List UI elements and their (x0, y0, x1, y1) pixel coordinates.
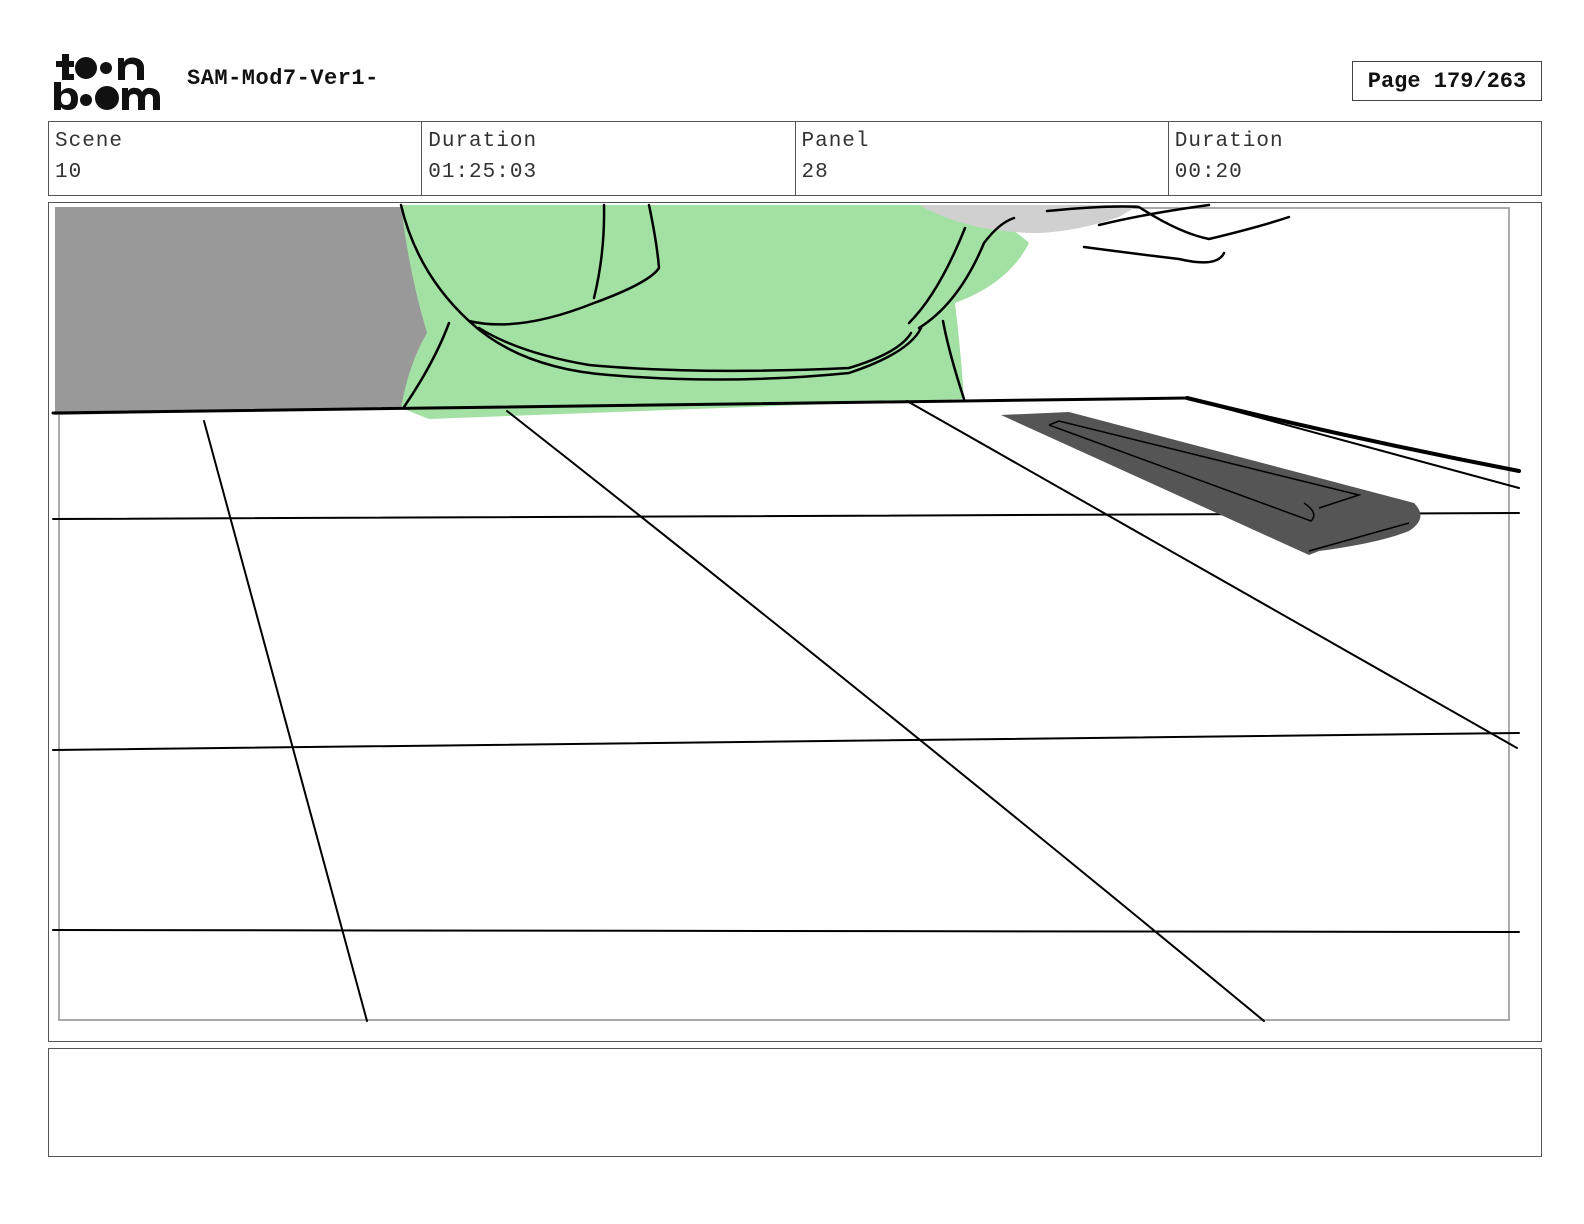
panel-duration-label: Duration (1174, 130, 1284, 153)
shoe-shape (919, 205, 1139, 233)
panel-label: Panel (801, 130, 870, 153)
project-title: SAM-Mod7-Ver1- (187, 66, 379, 91)
scene-cell: Scene 10 (49, 122, 423, 195)
panel-duration-cell: Duration 00:20 (1169, 122, 1541, 195)
panel-cell: Panel 28 (796, 122, 1169, 195)
panel-notes (48, 1048, 1542, 1157)
panel-drawing (51, 203, 1521, 1022)
storyboard-panel (48, 202, 1542, 1042)
gray-wall (55, 207, 431, 415)
scene-duration-label: Duration (428, 130, 538, 153)
scene-value: 10 (55, 161, 83, 184)
scene-info-bar: Scene 10 Duration 01:25:03 Panel 28 Dura… (48, 121, 1542, 196)
scene-duration-value: 01:25:03 (428, 161, 538, 184)
green-figure (401, 205, 1029, 419)
figure-outline (399, 203, 1291, 409)
shadow-detail (1048, 420, 1410, 552)
page-label: Page 179/263 (1367, 68, 1527, 94)
scene-duration-cell: Duration 01:25:03 (422, 122, 796, 195)
panel-duration-value: 00:20 (1174, 161, 1243, 184)
toon-boom-logo (52, 50, 164, 112)
panel-value: 28 (801, 161, 829, 184)
page-indicator: Page 179/263 (1352, 61, 1542, 101)
scene-label: Scene (55, 130, 124, 153)
